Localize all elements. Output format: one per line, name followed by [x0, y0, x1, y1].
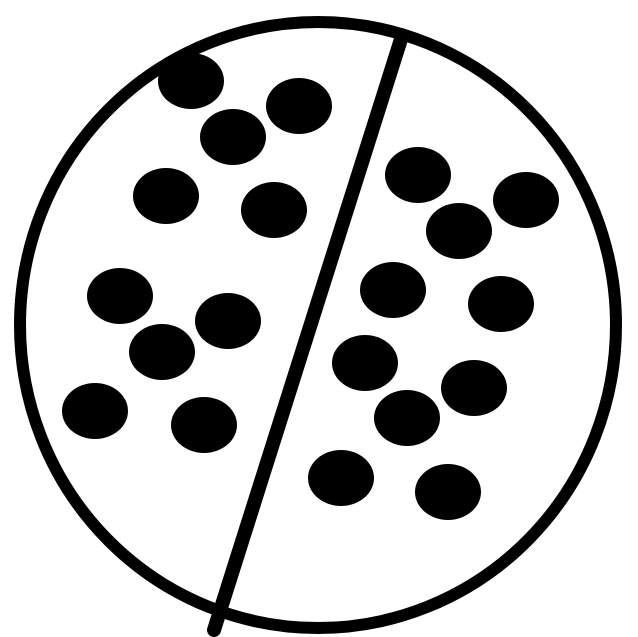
- dot: [426, 203, 492, 259]
- dot: [158, 53, 224, 109]
- dot: [266, 78, 332, 134]
- dot: [241, 182, 307, 238]
- dot: [468, 276, 534, 332]
- dot: [62, 383, 128, 439]
- dot: [87, 268, 153, 324]
- dot: [415, 464, 481, 520]
- dot: [171, 397, 237, 453]
- dot: [360, 262, 426, 318]
- dot: [385, 147, 451, 203]
- dot: [133, 168, 199, 224]
- dot: [200, 109, 266, 165]
- dot: [308, 450, 374, 506]
- dot: [195, 293, 261, 349]
- dot: [493, 172, 559, 228]
- dot: [441, 360, 507, 416]
- dot: [374, 390, 440, 446]
- dot: [332, 335, 398, 391]
- dot: [129, 324, 195, 380]
